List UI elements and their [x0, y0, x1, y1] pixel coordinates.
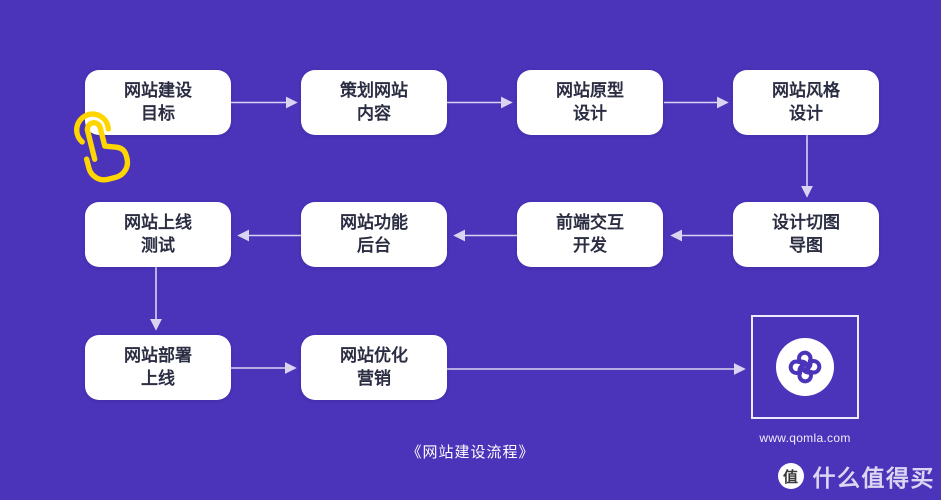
flow-node-website-goal: 网站建设 目标 [85, 70, 231, 135]
flow-node-prototype-design: 网站原型 设计 [517, 70, 663, 135]
node-label-line1: 网站上线 [124, 212, 192, 232]
node-label-line2: 设计 [789, 103, 823, 123]
tap-hand-icon [74, 111, 131, 183]
flow-node-frontend-dev: 前端交互 开发 [517, 202, 663, 267]
node-label-line1: 策划网站 [340, 80, 408, 100]
node-label-line2: 上线 [141, 368, 175, 388]
node-label-line1: 网站功能 [340, 212, 408, 232]
watermark-badge-icon: 值 [777, 463, 804, 489]
node-label-line2: 开发 [573, 235, 607, 255]
node-label-line2: 内容 [357, 103, 391, 123]
node-label-line2: 营销 [357, 368, 391, 388]
flow-node-design-slicing: 设计切图 导图 [733, 202, 879, 267]
diagram-caption: 《网站建设流程》 [406, 444, 535, 461]
node-label-line2: 导图 [789, 235, 823, 255]
flow-node-optimization-marketing: 网站优化 营销 [301, 335, 447, 400]
node-label-line1: 网站风格 [772, 80, 840, 100]
flow-node-plan-content: 策划网站 内容 [301, 70, 447, 135]
flow-node-deployment: 网站部署 上线 [85, 335, 231, 400]
watermark-text: 什么值得买 [812, 465, 935, 491]
node-label-line2: 测试 [141, 235, 175, 255]
node-label-line1: 网站原型 [556, 80, 624, 100]
node-label-line1: 设计切图 [772, 212, 840, 232]
node-label-line1: 网站建设 [124, 80, 192, 100]
node-label-line1: 网站优化 [340, 345, 408, 365]
node-label-line2: 设计 [573, 103, 607, 123]
flow-node-style-design: 网站风格 设计 [733, 70, 879, 135]
node-label-line1: 网站部署 [124, 345, 192, 365]
watermark: 值 什么值得买 [777, 459, 936, 493]
clover-knot-icon [788, 350, 822, 384]
logo-circle [776, 338, 834, 396]
node-label-line1: 前端交互 [556, 212, 624, 232]
flow-node-online-testing: 网站上线 测试 [85, 202, 231, 267]
logo-url: www.qomla.com [759, 431, 851, 445]
logo-box [751, 315, 859, 419]
node-label-line2: 后台 [357, 235, 391, 255]
node-label-line2: 目标 [141, 103, 175, 123]
flow-node-backend-function: 网站功能 后台 [301, 202, 447, 267]
